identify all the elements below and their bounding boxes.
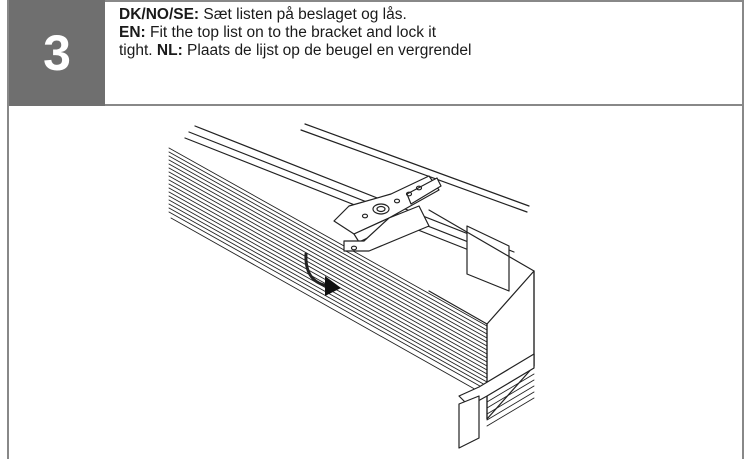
pleated-fabric-stack xyxy=(168,147,535,427)
instruction-line-en-nl: tight. NL: Plaats de lijst op de beugel … xyxy=(119,42,732,60)
step-number-box: 3 xyxy=(9,0,105,106)
instruction-line-dk: DK/NO/SE: Sæt listen på beslaget og lås. xyxy=(119,6,732,24)
instruction-en-2: tight. xyxy=(119,42,157,59)
instruction-en-1: Fit the top list on to the bracket and l… xyxy=(145,24,437,41)
instruction-text: DK/NO/SE: Sæt listen på beslaget og lås.… xyxy=(105,0,742,106)
bottom-rail xyxy=(458,353,535,449)
lang-label-nl: NL: xyxy=(156,42,183,59)
lang-label-en: EN: xyxy=(119,24,146,41)
step-number: 3 xyxy=(43,25,71,81)
curved-arrow-icon xyxy=(304,252,341,296)
instruction-nl: Plaats de lijst op de beugel en vergrend… xyxy=(182,42,472,59)
illustration-area xyxy=(9,106,742,459)
rail-top-lines xyxy=(184,123,530,259)
bracket xyxy=(333,175,442,252)
blind-headrail-bracket-illustration xyxy=(168,123,535,449)
instruction-line-en: EN: Fit the top list on to the bracket a… xyxy=(119,24,732,42)
instruction-step-panel: 3 DK/NO/SE: Sæt listen på beslaget og lå… xyxy=(7,0,744,459)
instruction-dk: Sæt listen på beslaget og lås. xyxy=(199,6,407,23)
lang-label-dk: DK/NO/SE: xyxy=(119,6,200,23)
